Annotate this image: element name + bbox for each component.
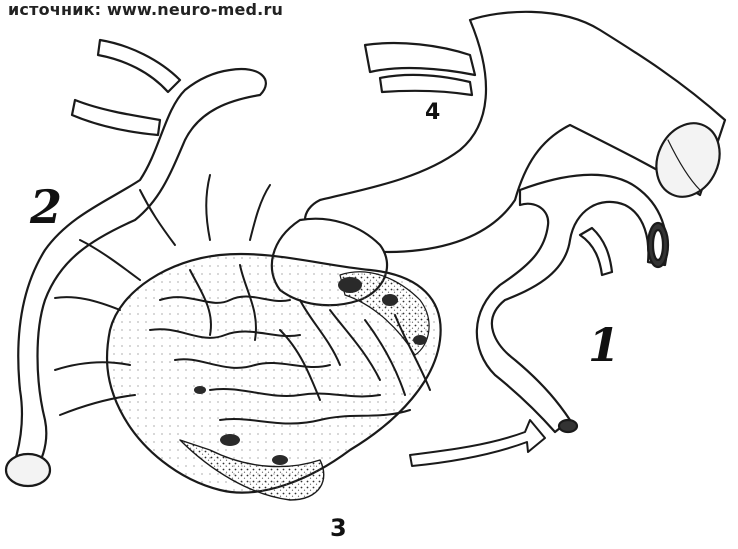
label-1: 1: [588, 318, 620, 372]
flow-arrow: [410, 420, 545, 466]
label-3: 3: [330, 514, 347, 542]
vessel-branch-top: [365, 43, 475, 75]
label-4: 4: [425, 100, 440, 125]
label-2: 2: [30, 180, 62, 234]
